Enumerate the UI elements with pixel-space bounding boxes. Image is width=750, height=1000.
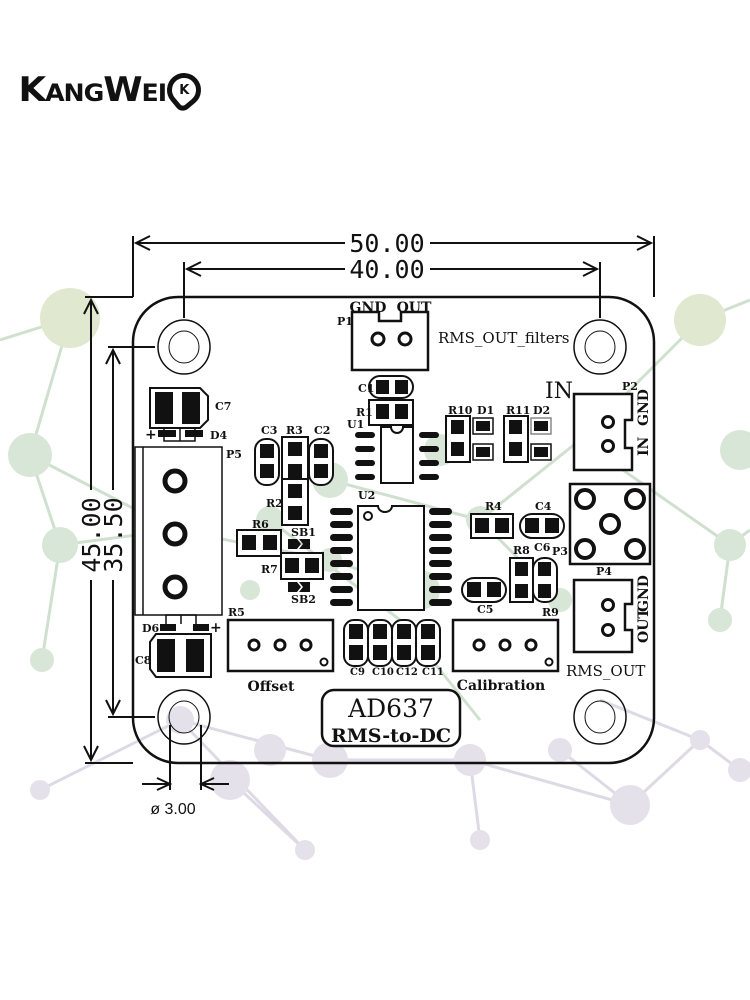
- r5-ref: R5: [228, 606, 245, 619]
- dim-hole-diameter: ø 3.00: [150, 801, 195, 818]
- c11-ref: C11: [422, 667, 444, 678]
- c3-r3-c2-r2: [254, 436, 334, 526]
- r6-ref: R6: [252, 518, 269, 531]
- title-box: [320, 688, 462, 748]
- c1-r1: [368, 375, 414, 426]
- r10-ref: R10: [448, 404, 473, 417]
- u2-ref: U2: [358, 489, 375, 502]
- c6-ref: C6: [534, 541, 551, 554]
- pot-r5-offset: [226, 618, 335, 673]
- r8-ref: R8: [513, 544, 530, 557]
- c7-ref: C7: [215, 400, 231, 413]
- c12-ref: C12: [396, 667, 418, 678]
- switch-block: [568, 482, 652, 566]
- p2-ref: P2: [622, 380, 638, 393]
- d4-plus: +: [145, 427, 157, 443]
- r9-ref: R9: [542, 606, 559, 619]
- d2-ref: D2: [533, 404, 550, 417]
- connector-p4: [572, 578, 634, 654]
- board-outline: [131, 295, 656, 765]
- r5-label: Offset: [248, 679, 295, 695]
- c3-ref: C3: [261, 424, 277, 437]
- p3-ref: P3: [552, 545, 568, 558]
- d6-plus: +: [210, 620, 222, 636]
- r6-sb1-r7-sb2: [236, 529, 324, 592]
- p1-out-label: OUT: [397, 300, 432, 316]
- c10-ref: C10: [372, 667, 394, 678]
- p1-label: RMS_OUT_filters: [438, 329, 569, 347]
- connector-p2: [572, 392, 634, 472]
- sb1-ref: SB1: [291, 526, 316, 539]
- dim-board-width: 50.00: [349, 229, 424, 258]
- dim-hole-spacing-x: 40.00: [349, 255, 424, 284]
- r4-ref: R4: [485, 500, 502, 513]
- d1-ref: D1: [477, 404, 494, 417]
- r1-ref: R1: [356, 406, 373, 419]
- c2-ref: C2: [314, 424, 330, 437]
- u2-chip: [330, 505, 452, 611]
- r10-d1-r11-d2: [445, 415, 552, 463]
- c5-ref: C5: [477, 603, 493, 616]
- p2-in-label: IN: [545, 379, 573, 404]
- p5-ref: P5: [226, 448, 242, 461]
- dim-board-height: 45.00: [77, 497, 106, 572]
- p4-out-pin-label: OUT: [636, 608, 652, 643]
- p1-ref: P1: [337, 315, 353, 328]
- brand-logo: KangWei K: [18, 66, 208, 114]
- p4-ref: P4: [596, 565, 612, 578]
- r7-ref: R7: [261, 563, 278, 576]
- dimension-lines: [83, 235, 655, 791]
- board-subtitle: RMS-to-DC: [331, 725, 451, 747]
- p4-gnd-label: GND: [636, 575, 652, 612]
- dim-hole-spacing-y: 35.50: [99, 497, 128, 572]
- p1-gnd-label: GND: [350, 300, 387, 316]
- r9-label: Calibration: [457, 678, 545, 694]
- board-title: AD637: [347, 694, 434, 723]
- c9-ref: C9: [350, 667, 365, 678]
- c9-c12-array: [343, 619, 441, 667]
- d6-c8: [149, 614, 212, 678]
- r4-c4: [470, 513, 565, 539]
- connector-p1: [350, 310, 430, 372]
- p2-in-pin-label: IN: [636, 436, 652, 456]
- r3-ref: R3: [286, 424, 303, 437]
- u1-chip: [355, 426, 439, 484]
- r2-ref: R2: [266, 497, 283, 510]
- p4-label: RMS_OUT: [566, 662, 645, 680]
- r8-c6-c5: [461, 557, 558, 603]
- connector-p5: [134, 446, 223, 616]
- d6-ref: D6: [142, 622, 160, 635]
- c7-d4: [149, 387, 209, 442]
- c4-ref: C4: [535, 500, 552, 513]
- r11-ref: R11: [506, 404, 530, 417]
- p2-gnd-label: GND: [636, 389, 652, 426]
- sb2-ref: SB2: [291, 593, 316, 606]
- u1-ref: U1: [347, 418, 364, 431]
- pot-r9-calibration: [451, 618, 560, 673]
- c8-ref: C8: [135, 654, 152, 667]
- d4-ref: D4: [210, 429, 228, 442]
- mounting-holes: [157, 319, 627, 745]
- c1-ref: C1: [358, 382, 374, 395]
- brand-name: KangWei: [18, 70, 167, 110]
